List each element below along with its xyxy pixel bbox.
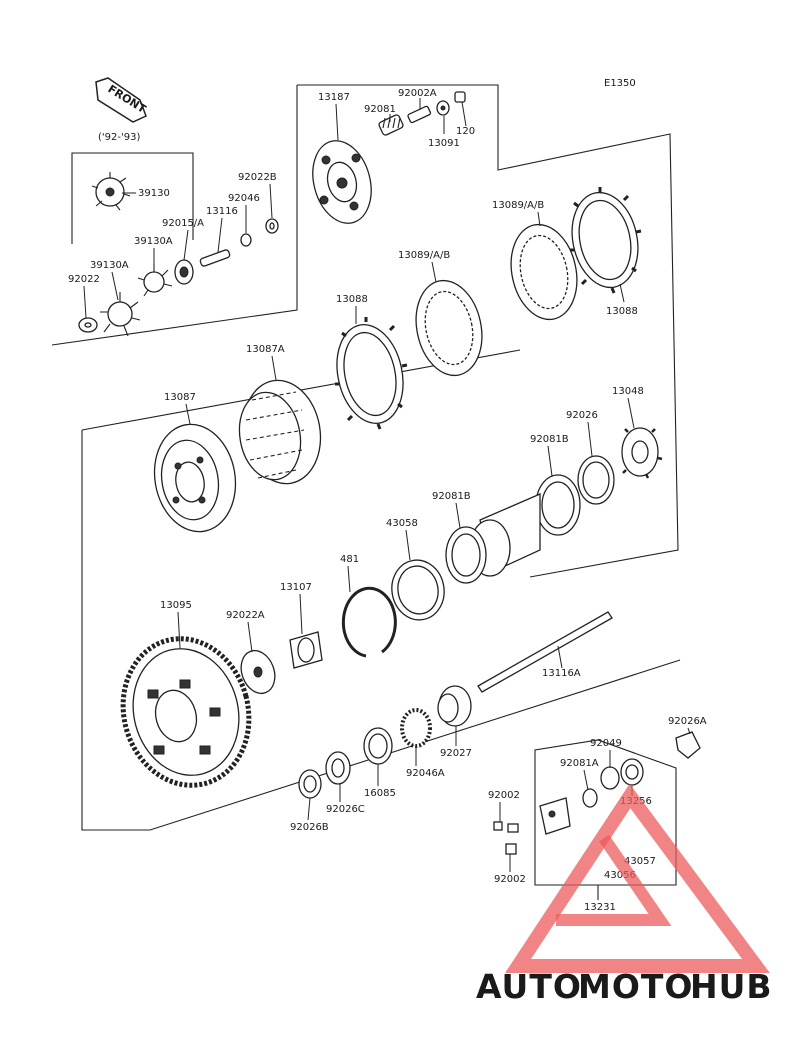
outline-upper-left: [51, 85, 298, 346]
washer-92081A: [582, 788, 598, 808]
label-92049: 92049: [590, 738, 622, 749]
label-43056: 43056: [604, 870, 636, 881]
label-13087A: 13087A: [246, 344, 285, 355]
bolt-92002A: [407, 105, 432, 124]
label-92081B-1: 92081B: [530, 434, 569, 445]
washer-92022A: [240, 649, 276, 695]
pressure-plate-13187: [312, 140, 372, 224]
collar-16085: [363, 727, 393, 765]
circlip-481: [341, 586, 397, 658]
washer-92026: [577, 455, 615, 505]
label-92081B-2: 92081B: [432, 491, 471, 502]
clutch-plate-13089-left: [415, 279, 483, 377]
label-92002-2: 92002: [494, 874, 526, 885]
label-92022B: 92022B: [238, 172, 277, 183]
diagram-code: E1350: [604, 78, 636, 89]
front-arrow-icon: FRONT: [95, 77, 149, 123]
year-range: ('92-'93): [98, 132, 140, 143]
leader-lines: [83, 98, 691, 872]
label-92046A: 92046A: [406, 768, 445, 779]
label-13095: 13095: [160, 600, 192, 611]
label-92002-1: 92002: [488, 790, 520, 801]
label-13089AB-2: 13089/A/B: [398, 250, 450, 261]
bearing-92015A: [174, 259, 194, 285]
label-92015A: 92015/A: [162, 218, 204, 229]
pin-13116: [199, 249, 231, 267]
label-120: 120: [456, 126, 475, 137]
cam-39130A-upper: [137, 264, 173, 297]
label-13231: 13231: [584, 902, 616, 913]
gear-13107: [289, 631, 323, 669]
label-13091: 13091: [428, 138, 460, 149]
label-13088-2: 13088: [606, 306, 638, 317]
label-43057: 43057: [624, 856, 656, 867]
spring-92081: [378, 114, 404, 136]
washer-92022: [78, 317, 98, 333]
bearing-13256: [620, 758, 644, 786]
label-92026: 92026: [566, 410, 598, 421]
label-92081A: 92081A: [560, 758, 599, 769]
label-13116: 13116: [206, 206, 238, 217]
outline-upper-right: [297, 84, 679, 578]
year-range-bracket: [71, 152, 194, 244]
label-92002A: 92002A: [398, 88, 437, 99]
washer-92022B: [265, 218, 279, 234]
watermark-logo: AUTO MOTO HUB: [476, 783, 773, 1006]
bolt-120: [454, 91, 466, 103]
friction-plate-13088-left: [335, 317, 408, 430]
label-13187: 13187: [318, 92, 350, 103]
watermark-auto: AUTO: [476, 967, 582, 1006]
label-92026B: 92026B: [290, 822, 329, 833]
release-lever-13231: [539, 797, 571, 835]
guide-13048: [621, 427, 663, 479]
primary-gear-13095: [120, 636, 252, 788]
label-13116A: 13116A: [542, 668, 581, 679]
label-92081: 92081: [364, 104, 396, 115]
watermark-hub: HUB: [690, 967, 773, 1006]
label-92046: 92046: [228, 193, 260, 204]
label-92022A: 92022A: [226, 610, 265, 621]
washer-92081B-left: [445, 526, 487, 584]
label-39130A-2: 39130A: [90, 260, 129, 271]
bolt-92002-lower: [505, 843, 517, 855]
friction-plate-13088-right: [569, 187, 642, 294]
label-13048: 13048: [612, 386, 644, 397]
part-labels: 13187 92081 92002A 120 13091 39130 92022…: [68, 88, 707, 913]
bolt-92002-upper: [493, 821, 519, 833]
label-39130: 39130: [138, 188, 170, 199]
label-92026C: 92026C: [326, 804, 365, 815]
label-481: 481: [340, 554, 359, 565]
label-92026A: 92026A: [668, 716, 707, 727]
needle-bearing-92046A: [400, 708, 432, 748]
washer-92081B-right: [535, 474, 581, 536]
washer-92026B: [298, 769, 322, 799]
washer-13091: [436, 100, 450, 116]
label-92022: 92022: [68, 274, 100, 285]
pushrod-13116A: [477, 611, 613, 693]
label-13089AB-1: 13089/A/B: [492, 200, 544, 211]
bushing-43058: [391, 559, 445, 621]
clutch-housing-13087: [153, 423, 237, 533]
label-43058: 43058: [386, 518, 418, 529]
bearing-92027: [437, 685, 472, 727]
cam-39130A-lower: [100, 292, 141, 337]
label-39130A-1: 39130A: [134, 236, 173, 247]
label-13107: 13107: [280, 582, 312, 593]
cam-39130: [91, 172, 131, 211]
washer-92046: [240, 233, 252, 247]
clutch-hub-13087A: [238, 379, 322, 485]
label-92027: 92027: [440, 748, 472, 759]
label-13088-1: 13088: [336, 294, 368, 305]
sub-assembly-bracket: [534, 739, 677, 886]
watermark-triangle-icon: [505, 783, 770, 973]
label-16085: 16085: [364, 788, 396, 799]
clutch-plate-13089-right: [510, 223, 578, 321]
label-13087: 13087: [164, 392, 196, 403]
plate-92026A: [675, 731, 701, 759]
watermark-moto: MOTO: [578, 967, 693, 1006]
washer-92026C: [325, 751, 351, 785]
seal-92049: [600, 766, 620, 790]
